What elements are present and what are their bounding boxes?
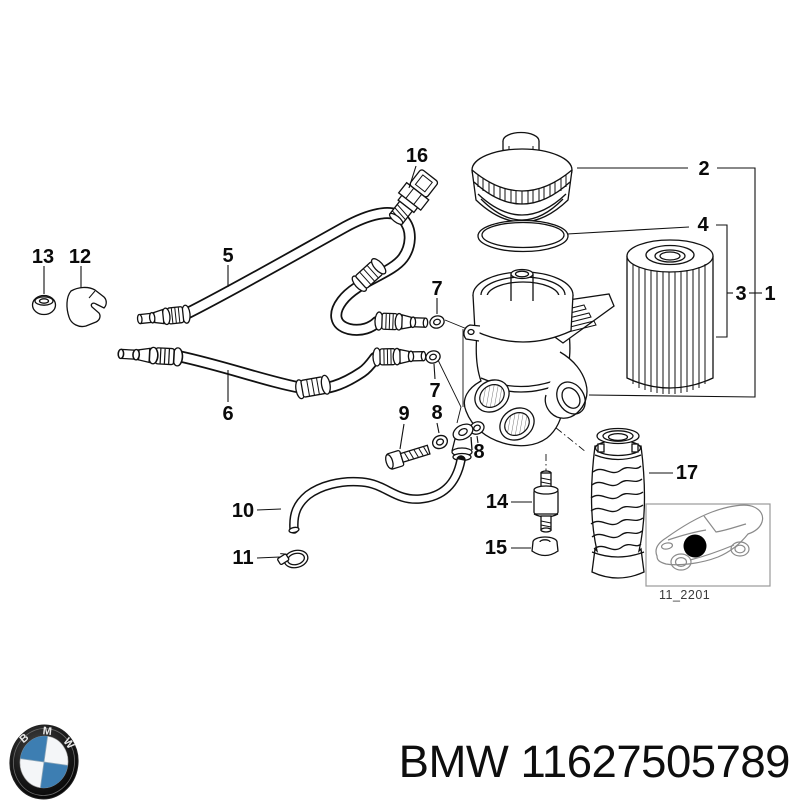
callout-8a: 8 xyxy=(431,402,442,424)
filter-pleats xyxy=(632,264,706,394)
sealing-washer-7a xyxy=(427,313,447,331)
callout-16: 16 xyxy=(406,145,428,167)
inset-box xyxy=(645,503,771,587)
callout-14: 14 xyxy=(486,491,509,513)
callout-1: 1 xyxy=(764,283,775,305)
vent-pipe xyxy=(288,455,466,534)
callout-6: 6 xyxy=(222,403,233,425)
callout-9: 9 xyxy=(398,403,409,425)
hose-fitting xyxy=(372,346,427,367)
holder-clip-12 xyxy=(66,286,107,328)
grommet-15 xyxy=(531,536,559,557)
hose-fitting xyxy=(374,311,429,333)
callout-5: 5 xyxy=(222,245,233,267)
callout-10: 10 xyxy=(232,500,254,522)
reference-lines xyxy=(437,319,587,471)
hex-bolt xyxy=(385,444,431,470)
car-outline xyxy=(655,504,764,571)
banjo-fitting xyxy=(451,423,474,462)
callout-11: 11 xyxy=(232,547,253,569)
hose-clamp xyxy=(277,549,309,569)
logo-quadrant-blue xyxy=(40,762,68,788)
filter-housing xyxy=(463,268,615,447)
callout-2: 2 xyxy=(698,158,709,180)
car-position-inset: 11_2201 xyxy=(645,503,771,602)
hose-fitting xyxy=(135,304,192,329)
ribbed-intake-tube xyxy=(590,427,646,579)
filter-cartridge xyxy=(626,239,714,394)
callout-8b: 8 xyxy=(473,441,484,463)
callout-15: 15 xyxy=(485,537,507,559)
return-hose-upper xyxy=(180,207,416,336)
cap-knurl-ticks xyxy=(477,175,567,204)
callout-3: 3 xyxy=(735,283,746,305)
gasket-ring-8a xyxy=(429,432,451,452)
callout-leaders xyxy=(43,165,762,559)
tube-ribs xyxy=(590,465,644,551)
part-number-text: BMW 11627505789 xyxy=(399,736,790,787)
logo-letter-m: M xyxy=(42,725,52,738)
oil-pressure-switch xyxy=(388,169,439,225)
logo-quadrant-blue xyxy=(20,736,48,762)
location-dot xyxy=(683,534,707,558)
return-hose-lower xyxy=(172,350,381,395)
callout-7b: 7 xyxy=(429,380,440,402)
callout-17: 17 xyxy=(676,462,698,484)
hose-fitting xyxy=(116,343,184,367)
hose-union-fitting xyxy=(293,374,333,400)
filter-cover-cap xyxy=(471,131,573,223)
inset-caption: 11_2201 xyxy=(659,588,710,602)
callout-13: 13 xyxy=(32,246,54,268)
callout-7a: 7 xyxy=(431,278,442,300)
grommet-13 xyxy=(31,294,57,316)
callout-12: 12 xyxy=(69,246,91,268)
bmw-logo: B M W xyxy=(9,724,79,800)
o-ring xyxy=(477,219,569,253)
callouts: 16 13 12 5 6 7 7 9 8 8 10 11 14 15 17 2 … xyxy=(32,145,776,569)
callout-4: 4 xyxy=(697,214,709,236)
rubber-mount xyxy=(533,470,559,533)
